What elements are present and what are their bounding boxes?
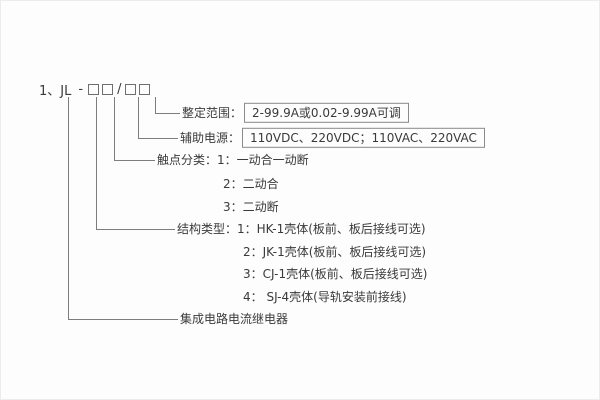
connector-hline-product [68,319,178,320]
model-placeholder-box-2 [102,83,114,95]
structure-type-item-4: 4： SJ-4壳体(导轨安装前接线) [243,290,407,304]
aux-power-value: 110VDC、220VDC；110VAC、220VAC [242,127,485,149]
model-placeholder-box-4 [139,83,151,95]
structure-type-item-1: 1：HK-1壳体(板前、板后接线可选) [237,221,426,236]
setting-range-value: 2-99.9A或0.02-9.99A可调 [244,102,409,124]
contact-type-item-1: 1：一动合一动断 [217,152,309,167]
structure-type-item-3-text: 3：CJ-1壳体(板前、板后接线可选) [243,266,428,281]
connector-hline-structure [96,229,175,230]
setting-range-label: 整定范围： [182,105,243,120]
model-prefix: 1、JL [39,83,72,99]
contact-type-item-3-text: 3：二动断 [223,199,279,214]
connector-vline-structure [96,97,97,229]
structure-type-row: 结构类型： 1：HK-1壳体(板前、板后接线可选) [177,222,426,236]
contact-type-item-3: 3：二动断 [223,200,279,214]
connector-hline-contact [114,160,155,161]
structure-type-item-2-text: 2：JK-1壳体(板前、板后接线可选) [243,244,427,259]
model-dash: - [78,81,84,97]
aux-power-label: 辅助电源： [180,130,241,145]
connector-vline-aux-power [138,97,139,138]
contact-type-item-2: 2：二动合 [223,177,279,191]
setting-range-row: 整定范围： 2-99.9A或0.02-9.99A可调 [182,102,409,124]
connector-vline-product [68,97,69,319]
aux-power-row: 辅助电源： 110VDC、220VDC；110VAC、220VAC [180,127,485,149]
model-code: 1、JL - / [39,81,151,99]
connector-hline-aux-power [138,138,178,139]
structure-type-item-2: 2：JK-1壳体(板前、板后接线可选) [243,245,426,259]
contact-type-row: 触点分类： 1：一动合一动断 [157,153,309,167]
structure-type-item-4-text: 4： SJ-4壳体(导轨安装前接线) [243,289,407,304]
connector-hline-range [155,113,180,114]
product-name: 集成电路电流继电器 [180,311,289,326]
structure-type-label: 结构类型： [177,221,238,236]
connector-vline-contact [114,97,115,160]
structure-type-item-3: 3：CJ-1壳体(板前、板后接线可选) [243,267,427,281]
model-slash: / [117,81,122,97]
connector-vline-range [155,97,156,113]
model-placeholder-box-1 [88,83,100,95]
contact-type-label: 触点分类： [157,152,218,167]
contact-type-item-2-text: 2：二动合 [223,176,279,191]
product-name-row: 集成电路电流继电器 [180,312,288,326]
model-placeholder-box-3 [125,83,137,95]
